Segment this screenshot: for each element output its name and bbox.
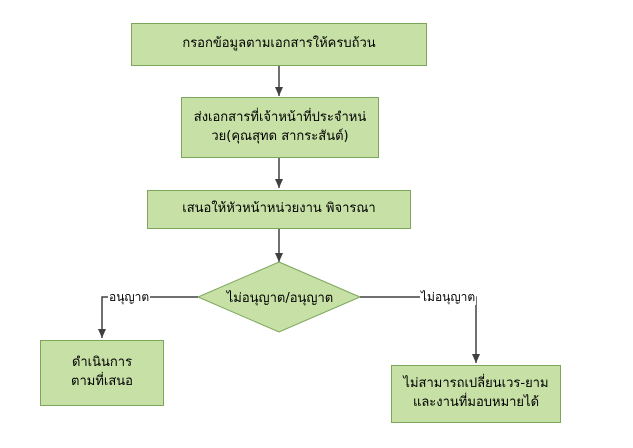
step-submit-to-officer: ส่งเอกสารที่เจ้าหน้าที่ประจำหน่ วย(คุณสุ…: [181, 97, 379, 158]
outcome-approved-line2: ตามที่เสนอ: [71, 374, 133, 389]
step-fill-document-label: กรอกข้อมูลตามเอกสารให้ครบถ้วน: [182, 36, 376, 52]
step-fill-document: กรอกข้อมูลตามเอกสารให้ครบถ้วน: [131, 23, 427, 66]
outcome-denied: ไม่สามารถเปลี่ยนเวร-ยาม และงานที่มอบหมาย…: [391, 365, 561, 423]
outcome-denied-line1: ไม่สามารถเปลี่ยนเวร-ยาม: [403, 376, 549, 392]
branch-label-approved: อนุญาต: [108, 289, 151, 305]
decision-diamond: [196, 261, 362, 333]
arrow-decision-to-approved: [98, 296, 198, 338]
arrow-decision-to-denied: [360, 296, 480, 363]
outcome-denied-line2: และงานที่มอบหมายได้: [412, 395, 540, 410]
outcome-approved-line1: ดำเนินการ: [71, 355, 133, 371]
step-submit-to-officer-line2: วย(คุณสุทด สากระสันต์): [211, 128, 349, 144]
branch-label-denied: ไม่อนุญาต: [420, 289, 477, 305]
step-propose-to-head-label: เสนอให้หัวหน้าหน่วยงาน พิจารณา: [182, 201, 376, 217]
decision-label: ไม่อนุญาต/อนุญาต: [226, 290, 334, 306]
step-submit-to-officer-line1: ส่งเอกสารที่เจ้าหน้าที่ประจำหน่: [193, 109, 367, 125]
outcome-approved: ดำเนินการ ตามที่เสนอ: [40, 340, 164, 406]
step-propose-to-head: เสนอให้หัวหน้าหน่วยงาน พิจารณา: [147, 190, 411, 229]
